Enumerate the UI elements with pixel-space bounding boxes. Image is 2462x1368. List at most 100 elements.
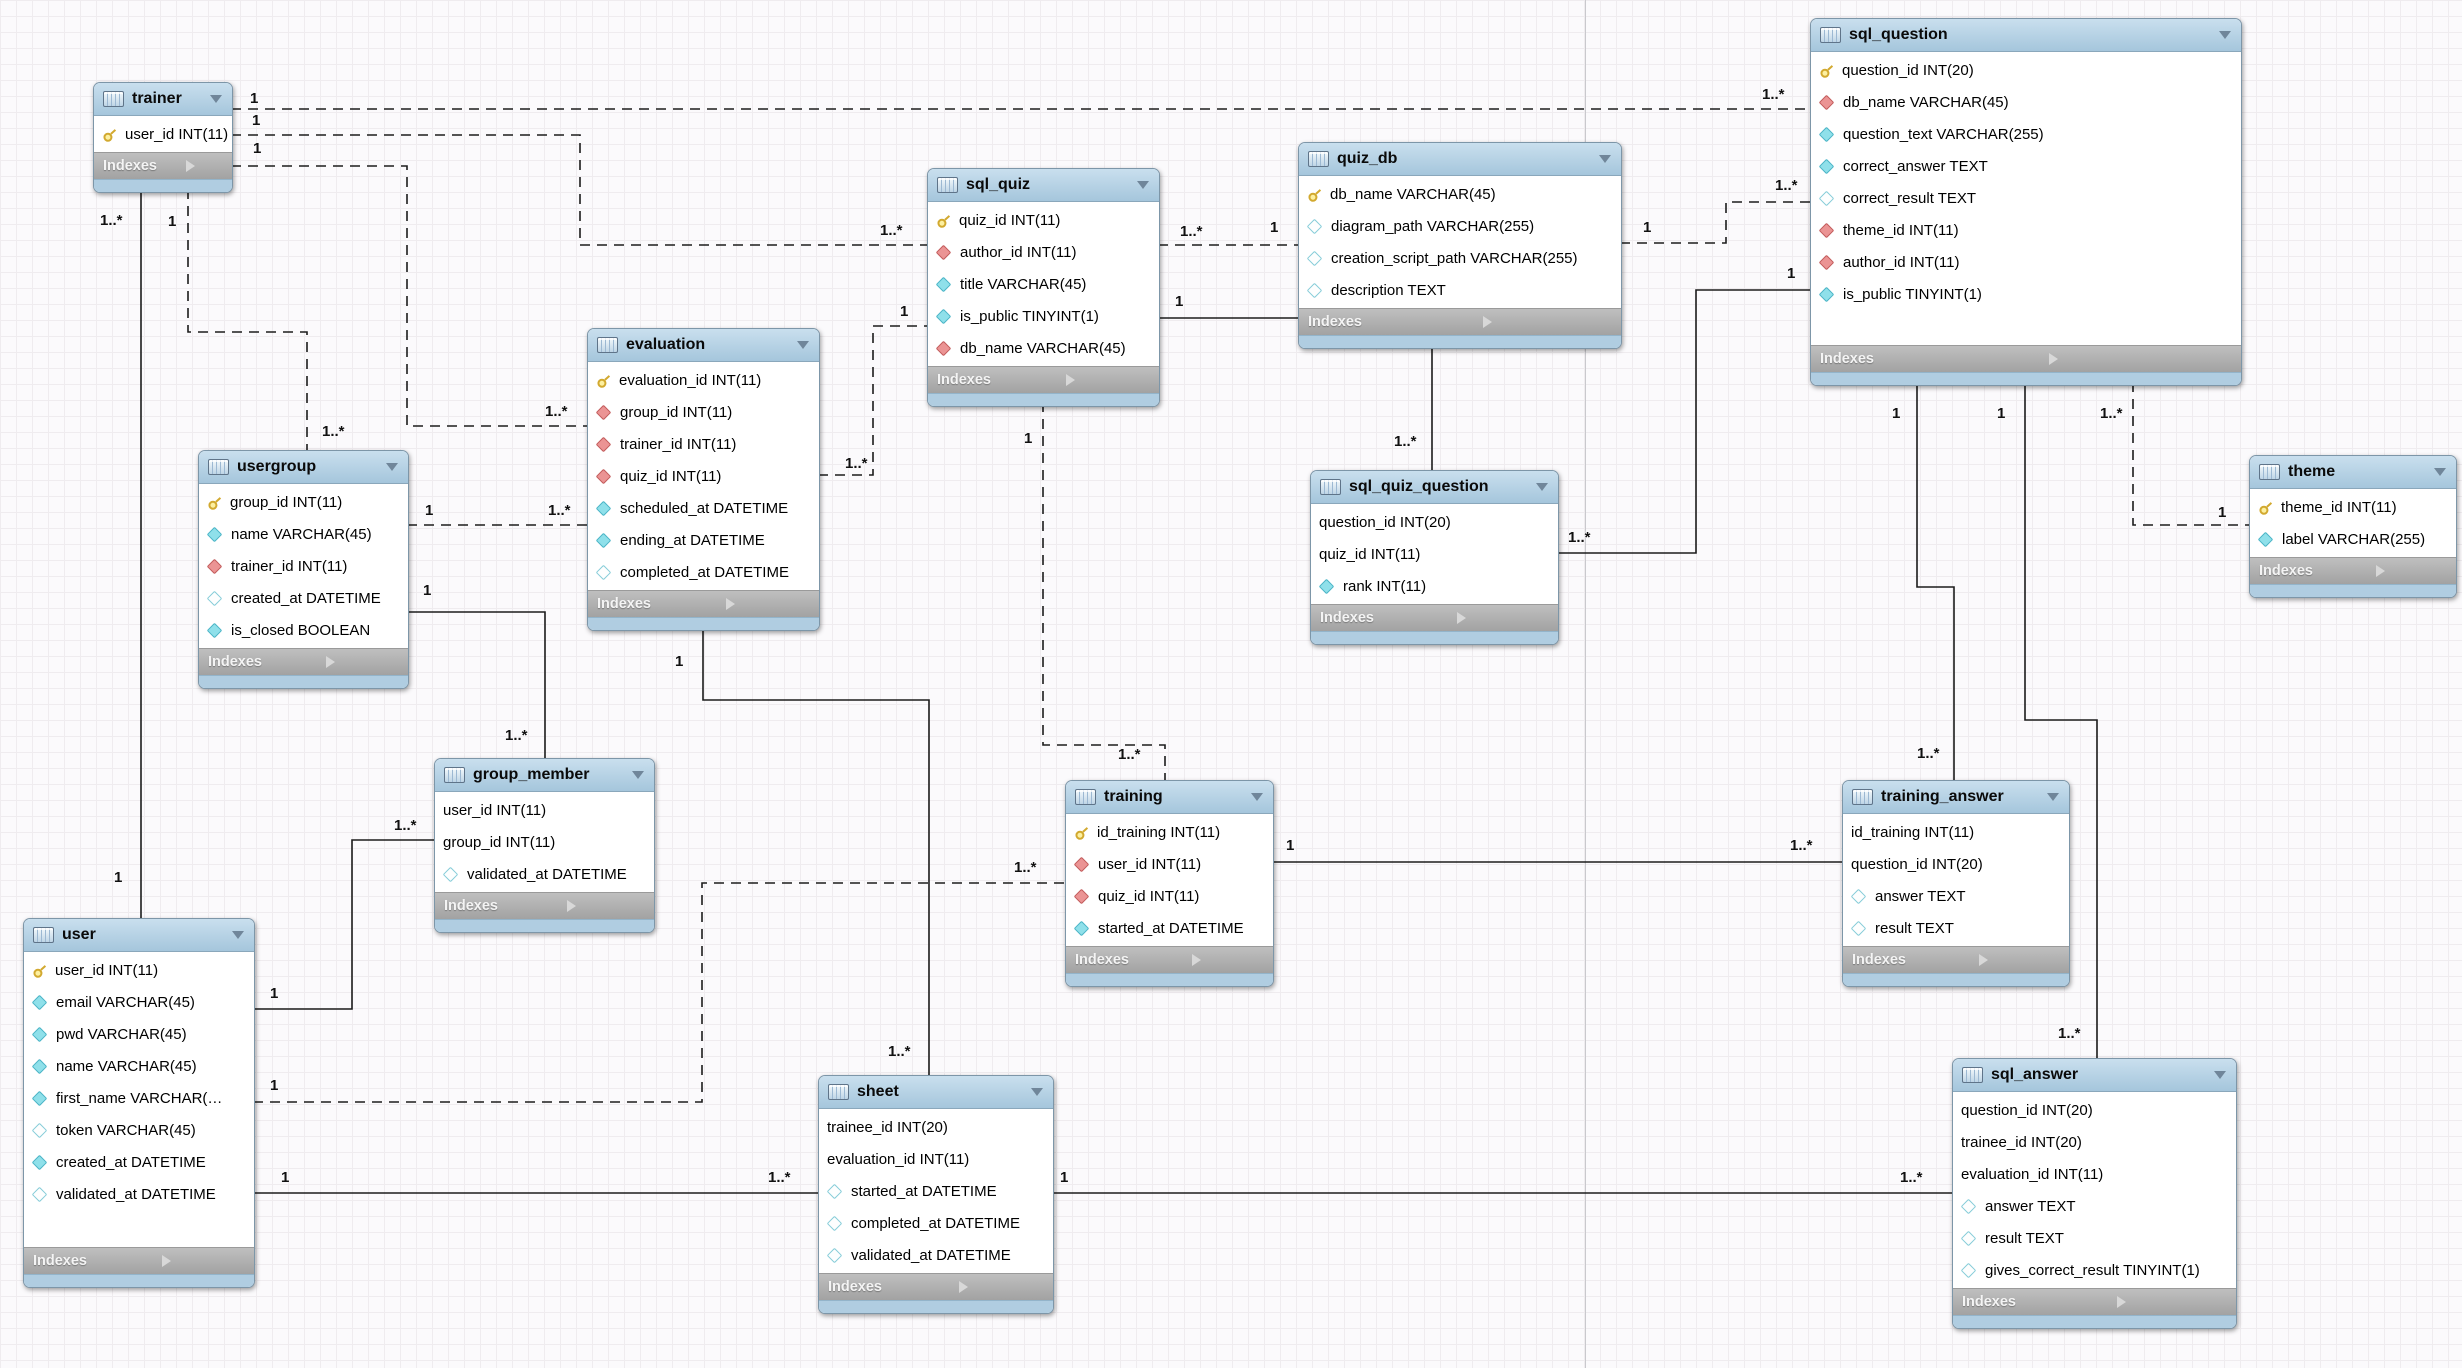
column-row[interactable]: question_id INT(20) xyxy=(1311,506,1558,538)
relationship-line-user-group_member[interactable] xyxy=(253,839,434,1010)
collapse-arrow-icon[interactable] xyxy=(632,771,644,779)
table-header[interactable]: evaluation xyxy=(588,329,819,362)
indexes-row[interactable]: Indexes xyxy=(435,892,654,919)
column-row[interactable]: db_name VARCHAR(45) xyxy=(1811,86,2241,118)
column-row[interactable]: label VARCHAR(255) xyxy=(2250,523,2456,555)
indexes-row[interactable]: Indexes xyxy=(1066,946,1273,973)
table-header[interactable]: quiz_db xyxy=(1299,143,1621,176)
column-row[interactable]: group_id INT(11) xyxy=(435,826,654,858)
column-row[interactable]: theme_id INT(11) xyxy=(1811,214,2241,246)
relationship-line-trainer-sql_quiz[interactable] xyxy=(231,134,927,246)
table-header[interactable]: sql_answer xyxy=(1953,1059,2236,1092)
column-row[interactable]: quiz_id INT(11) xyxy=(928,204,1159,236)
column-row[interactable]: validated_at DATETIME xyxy=(435,858,654,890)
relationship-line-sql_question-theme[interactable] xyxy=(2132,382,2249,526)
column-row[interactable]: trainer_id INT(11) xyxy=(199,550,408,582)
collapse-arrow-icon[interactable] xyxy=(797,341,809,349)
expand-arrow-icon[interactable] xyxy=(1978,954,2061,966)
collapse-arrow-icon[interactable] xyxy=(1137,181,1149,189)
table-header[interactable]: trainer xyxy=(94,83,232,116)
column-row[interactable]: evaluation_id INT(11) xyxy=(819,1143,1053,1175)
collapse-arrow-icon[interactable] xyxy=(210,95,222,103)
expand-arrow-icon[interactable] xyxy=(567,900,645,912)
column-row[interactable]: scheduled_at DATETIME xyxy=(588,492,819,524)
column-row[interactable]: question_id INT(20) xyxy=(1953,1094,2236,1126)
relationship-line-sql_quiz-training[interactable] xyxy=(1042,402,1166,780)
column-row[interactable]: result TEXT xyxy=(1843,912,2069,944)
indexes-row[interactable]: Indexes xyxy=(1811,345,2241,372)
column-row[interactable]: gives_correct_result TINYINT(1) xyxy=(1953,1254,2236,1286)
column-row[interactable]: trainee_id INT(20) xyxy=(819,1111,1053,1143)
indexes-row[interactable]: Indexes xyxy=(94,152,232,179)
column-row[interactable]: started_at DATETIME xyxy=(1066,912,1273,944)
collapse-arrow-icon[interactable] xyxy=(2434,468,2446,476)
table-header[interactable]: sql_quiz xyxy=(928,169,1159,202)
column-row[interactable]: answer TEXT xyxy=(1953,1190,2236,1222)
expand-arrow-icon[interactable] xyxy=(185,160,224,172)
column-row[interactable]: correct_answer TEXT xyxy=(1811,150,2241,182)
indexes-row[interactable]: Indexes xyxy=(1311,604,1558,631)
expand-arrow-icon[interactable] xyxy=(726,598,810,610)
relationship-line-evaluation-sql_quiz[interactable] xyxy=(818,325,927,476)
indexes-row[interactable]: Indexes xyxy=(588,590,819,617)
column-row[interactable]: is_closed BOOLEAN xyxy=(199,614,408,646)
collapse-arrow-icon[interactable] xyxy=(232,931,244,939)
column-row[interactable]: db_name VARCHAR(45) xyxy=(928,332,1159,364)
column-row[interactable]: db_name VARCHAR(45) xyxy=(1299,178,1621,210)
column-row[interactable]: question_id INT(20) xyxy=(1811,54,2241,86)
collapse-arrow-icon[interactable] xyxy=(386,463,398,471)
indexes-row[interactable]: Indexes xyxy=(1843,946,2069,973)
indexes-row[interactable]: Indexes xyxy=(1953,1288,2236,1315)
column-row[interactable]: id_training INT(11) xyxy=(1066,816,1273,848)
column-row[interactable]: theme_id INT(11) xyxy=(2250,491,2456,523)
collapse-arrow-icon[interactable] xyxy=(1536,483,1548,491)
column-row[interactable]: pwd VARCHAR(45) xyxy=(24,1018,254,1050)
table-header[interactable]: sheet xyxy=(819,1076,1053,1109)
table-header[interactable]: sql_question xyxy=(1811,19,2241,52)
column-row[interactable]: rank INT(11) xyxy=(1311,570,1558,602)
column-row[interactable]: author_id INT(11) xyxy=(1811,246,2241,278)
column-row[interactable]: ending_at DATETIME xyxy=(588,524,819,556)
relationship-line-sql_question-training_answer[interactable] xyxy=(1916,382,1955,780)
column-row[interactable]: question_id INT(20) xyxy=(1843,848,2069,880)
collapse-arrow-icon[interactable] xyxy=(1251,793,1263,801)
column-row[interactable]: user_id INT(11) xyxy=(435,794,654,826)
expand-arrow-icon[interactable] xyxy=(1457,612,1549,624)
expand-arrow-icon[interactable] xyxy=(958,1281,1045,1293)
relationship-line-usergroup-group_member[interactable] xyxy=(407,611,546,758)
column-row[interactable]: email VARCHAR(45) xyxy=(24,986,254,1018)
expand-arrow-icon[interactable] xyxy=(2375,565,2448,577)
relationship-line-quiz_db-sql_question[interactable] xyxy=(1620,201,1810,244)
table-header[interactable]: group_member xyxy=(435,759,654,792)
column-row[interactable]: user_id INT(11) xyxy=(94,118,232,150)
column-row[interactable]: is_public TINYINT(1) xyxy=(928,300,1159,332)
column-row[interactable]: validated_at DATETIME xyxy=(24,1178,254,1210)
column-row[interactable]: trainee_id INT(20) xyxy=(1953,1126,2236,1158)
column-row[interactable]: validated_at DATETIME xyxy=(819,1239,1053,1271)
collapse-arrow-icon[interactable] xyxy=(2214,1071,2226,1079)
collapse-arrow-icon[interactable] xyxy=(2047,793,2059,801)
column-row[interactable]: id_training INT(11) xyxy=(1843,816,2069,848)
column-row[interactable]: user_id INT(11) xyxy=(24,954,254,986)
column-row[interactable]: trainer_id INT(11) xyxy=(588,428,819,460)
relationship-line-sql_question-sql_quiz_question[interactable] xyxy=(1557,289,1810,554)
column-row[interactable]: group_id INT(11) xyxy=(199,486,408,518)
indexes-row[interactable]: Indexes xyxy=(199,648,408,675)
column-row[interactable]: author_id INT(11) xyxy=(928,236,1159,268)
column-row[interactable]: question_text VARCHAR(255) xyxy=(1811,118,2241,150)
expand-arrow-icon[interactable] xyxy=(2117,1296,2227,1308)
column-row[interactable]: created_at DATETIME xyxy=(24,1146,254,1178)
indexes-row[interactable]: Indexes xyxy=(24,1247,254,1274)
table-header[interactable]: usergroup xyxy=(199,451,408,484)
column-row[interactable]: is_public TINYINT(1) xyxy=(1811,278,2241,310)
